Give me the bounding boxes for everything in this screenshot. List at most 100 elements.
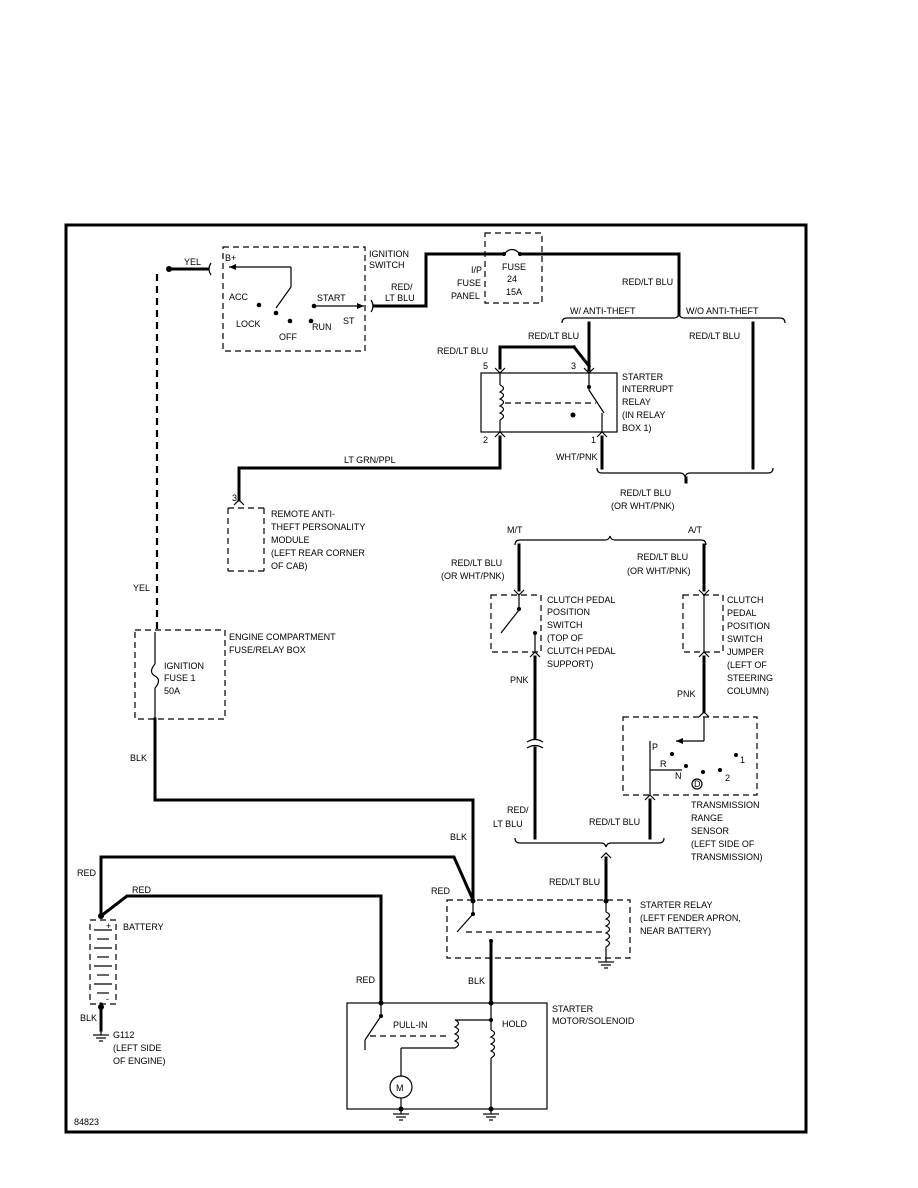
label-clutch-jumper-4: SWITCH — [727, 634, 763, 644]
label-clutch-jumper-1: CLUTCH — [727, 595, 764, 605]
label-fuse24-2: 24 — [507, 274, 517, 284]
label-clutch-jumper-5: JUMPER — [727, 647, 765, 657]
label-remote-module-1: REMOTE ANTI- — [271, 509, 335, 519]
label-red-lt-blu-relay5: RED/LT BLU — [437, 346, 488, 356]
label-starter-motor-1: STARTER — [552, 1004, 594, 1014]
label-ign-fuse-2: FUSE 1 — [164, 673, 196, 683]
label-pin1: 1 — [591, 435, 596, 445]
label-battery-minus: - — [106, 994, 109, 1004]
label-battery: BATTERY — [123, 922, 164, 932]
label-g112-1: G112 — [113, 1030, 134, 1040]
label-pin5: 5 — [483, 361, 488, 371]
label-starter-interrupt-1: STARTER — [622, 372, 664, 382]
ignition-switch — [222, 246, 366, 352]
label-red-lt-blu-mt-1: RED/LT BLU — [451, 558, 502, 568]
label-trs-3-line: SENSOR — [691, 826, 730, 836]
label-starter-relay-2: (LEFT FENDER APRON, — [640, 913, 741, 923]
remote-anti-theft-module — [227, 499, 265, 572]
label-starter-relay-3: NEAR BATTERY) — [640, 926, 711, 936]
label-remote-module-4: (LEFT REAR CORNER — [271, 548, 365, 558]
diagram-number: 84823 — [74, 1117, 99, 1127]
label-b-plus: B+ — [225, 253, 236, 263]
engine-compartment-fuse-box — [134, 629, 226, 720]
label-trs-5-line: TRANSMISSION) — [691, 852, 763, 862]
label-w-anti-theft: W/ ANTI-THEFT — [570, 306, 636, 316]
label-clutch-jumper-3: POSITION — [727, 621, 770, 631]
label-clutch-switch-3: SWITCH — [547, 620, 583, 630]
label-yel-left: YEL — [133, 583, 150, 593]
label-trs-n: N — [675, 771, 682, 781]
starter-relay — [446, 898, 631, 969]
label-red-lt-blu-bottom-left-2: LT BLU — [493, 819, 523, 829]
label-motor: M — [396, 1083, 404, 1093]
label-starter-motor-2: MOTOR/SOLENOID — [552, 1016, 635, 1026]
label-remote-module-2: THEFT PERSONALITY — [271, 522, 365, 532]
label-ign-fuse-3: 50A — [164, 686, 180, 696]
label-starter-interrupt-2: INTERRUPT — [622, 384, 674, 394]
label-red-lt-blu-wo: RED/LT BLU — [689, 331, 740, 341]
label-red-lt-blu-bottom-left-1: RED/ — [507, 805, 529, 815]
starter-motor-solenoid — [346, 1000, 548, 1110]
label-trs-1-line: TRANSMISSION — [691, 800, 760, 810]
label-red-top: RED — [77, 868, 97, 878]
label-fuse24-1: FUSE — [502, 262, 526, 272]
label-trs-p: P — [652, 742, 658, 752]
label-clutch-jumper-8: COLUMN) — [727, 686, 769, 696]
label-wo-anti-theft: W/O ANTI-THEFT — [686, 306, 759, 316]
label-pull-in: PULL-IN — [393, 1020, 428, 1030]
clutch-pedal-position-switch — [490, 589, 542, 658]
label-st: ST — [343, 316, 355, 326]
label-clutch-switch-6: SUPPORT) — [547, 659, 593, 669]
label-lock: LOCK — [236, 319, 261, 329]
label-trs-2-line: RANGE — [691, 813, 723, 823]
clutch-pedal-switch-jumper — [682, 589, 724, 658]
label-red-lt-blu-top: RED/LT BLU — [622, 277, 673, 287]
label-run: RUN — [312, 322, 332, 332]
label-fuse24-3: 15A — [506, 287, 522, 297]
diagram-frame — [64, 223, 808, 1134]
label-starter-relay-1: STARTER RELAY — [640, 900, 713, 910]
label-red-lt-blu-relay3: RED/LT BLU — [528, 331, 579, 341]
label-ignition-switch-2: SWITCH — [369, 260, 405, 270]
transmission-range-sensor — [622, 716, 758, 796]
label-trs-1: 1 — [740, 755, 745, 765]
label-clutch-jumper-6: (LEFT OF — [727, 660, 767, 670]
label-red-lt-blu-or-wht-2: (OR WHT/PNK) — [611, 501, 675, 511]
label-lt-grn-ppl: LT GRN/PPL — [344, 455, 396, 465]
label-blk-relay-out: BLK — [468, 976, 485, 986]
label-pin2: 2 — [483, 435, 488, 445]
label-ign-fuse-1: IGNITION — [164, 661, 204, 671]
label-red-lt-blu-mt-2: (OR WHT/PNK) — [441, 571, 505, 581]
label-remote-module-5: OF CAB) — [271, 561, 308, 571]
battery — [89, 919, 117, 1005]
label-trs-2: 2 — [725, 773, 730, 783]
label-clutch-switch-1: CLUTCH PEDAL — [547, 595, 616, 605]
label-blk-ground: BLK — [80, 1013, 97, 1023]
label-clutch-jumper-7: STEERING — [727, 673, 773, 683]
label-clutch-switch-4: (TOP OF — [547, 633, 584, 643]
label-g112-2: (LEFT SIDE — [113, 1043, 161, 1053]
label-mt: M/T — [507, 525, 523, 535]
label-red-lt-blu-sw-1: RED/ — [391, 282, 413, 292]
label-hold: HOLD — [502, 1019, 528, 1029]
label-g112-3: OF ENGINE) — [113, 1056, 166, 1066]
label-starter-interrupt-3: RELAY — [622, 397, 651, 407]
label-trs-d: D — [694, 779, 701, 789]
label-ip-fuse-panel-2: FUSE — [457, 278, 481, 288]
label-clutch-switch-2: POSITION — [547, 607, 590, 617]
label-red-lt-blu-at-2: (OR WHT/PNK) — [627, 566, 691, 576]
label-battery-plus: + — [106, 921, 111, 931]
label-pin3-module: 3 — [232, 493, 237, 503]
label-starter-interrupt-4: (IN RELAY — [622, 410, 665, 420]
label-at: A/T — [688, 525, 703, 535]
label-ignition-switch-1: IGNITION — [369, 249, 409, 259]
label-off: OFF — [279, 332, 297, 342]
label-red-relay: RED — [431, 886, 451, 896]
label-start: START — [317, 293, 346, 303]
label-red-lt-blu-at-1: RED/LT BLU — [637, 552, 688, 562]
label-red-lt-blu-bottom-right: RED/LT BLU — [589, 817, 640, 827]
label-red-lt-blu-starter-relay: RED/LT BLU — [549, 877, 600, 887]
label-ip-fuse-panel-1: I/P — [471, 265, 482, 275]
label-red-second: RED — [132, 885, 152, 895]
